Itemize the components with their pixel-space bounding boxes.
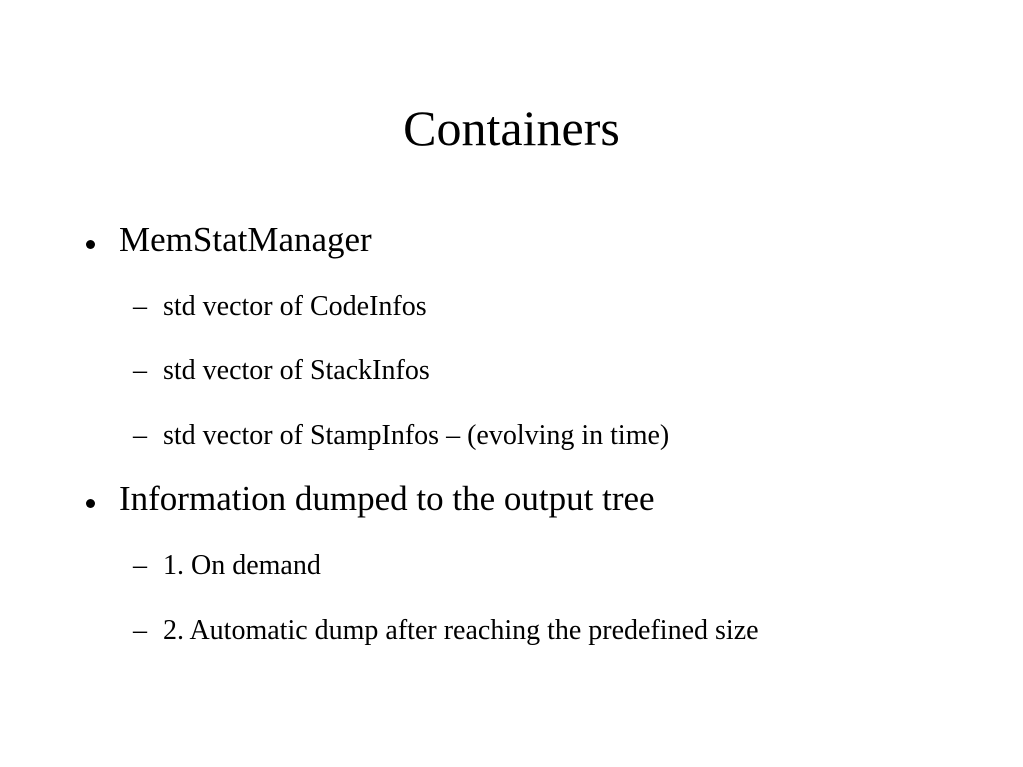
bullet-dot-icon: [86, 499, 95, 508]
dash-marker: –: [133, 550, 147, 581]
dash-marker: –: [133, 291, 147, 322]
dash-marker: –: [133, 355, 147, 386]
sub-item-text: 2. Automatic dump after reaching the pre…: [163, 615, 759, 646]
sub-item-text: std vector of StampInfos – (evolving in …: [163, 420, 670, 451]
sub-item-text: 1. On demand: [163, 550, 321, 581]
sub-item-text: std vector of StackInfos: [163, 355, 430, 386]
bullet-text: Information dumped to the output tree: [119, 479, 655, 518]
sub-item-text: std vector of CodeInfos: [163, 291, 427, 322]
slide-title: Containers: [403, 100, 620, 156]
bullet-text: MemStatManager: [119, 220, 372, 259]
dash-marker: –: [133, 615, 147, 646]
bullet-dot-icon: [86, 240, 95, 249]
dash-marker: –: [133, 420, 147, 451]
